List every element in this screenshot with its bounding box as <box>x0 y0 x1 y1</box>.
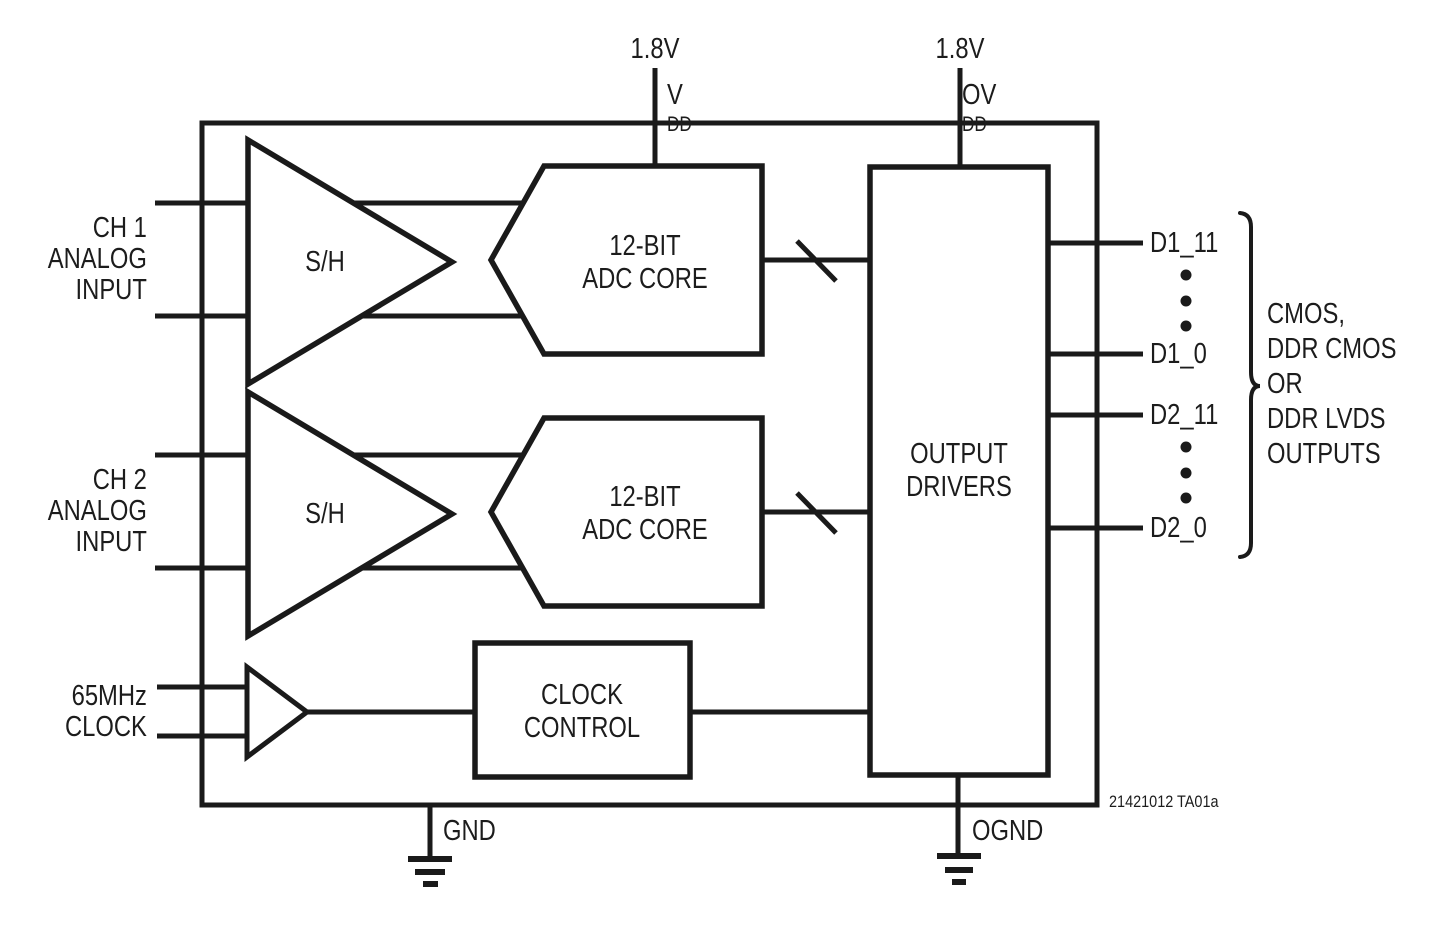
d1-lsb-label: D1_0 <box>1150 339 1207 369</box>
block-line: ADC CORE <box>582 263 708 295</box>
voltage-text: 1.8V <box>935 33 985 65</box>
bus-slash-1 <box>795 239 838 283</box>
output-drivers-block-label: OUTPUT DRIVERS <box>836 438 1082 504</box>
adc1-block-label: 12-BIT ADC CORE <box>522 230 768 296</box>
note-line: CMOS, <box>1267 298 1345 330</box>
pin-subscript: DD <box>667 113 692 136</box>
pin-name: V <box>667 79 683 111</box>
clock-input-label: 65MHz CLOCK <box>65 681 147 743</box>
pin-text: D1_11 <box>1150 227 1219 259</box>
block-text: S/H <box>305 246 345 278</box>
d2-msb-label: D2_11 <box>1150 400 1218 430</box>
block-line: ADC CORE <box>582 514 708 546</box>
sh1-block-label: S/H <box>202 247 448 277</box>
d1-msb-label: D1_11 <box>1150 228 1218 258</box>
pin-text: D2_0 <box>1150 512 1207 544</box>
pin-text: D2_11 <box>1150 399 1219 431</box>
sh1-triangle <box>245 135 458 389</box>
ground-text: GND <box>443 815 496 847</box>
pin-name: OV <box>962 79 997 111</box>
sh1-to-adc1-wires <box>345 200 540 319</box>
chip-outline-box <box>199 120 1100 808</box>
adc2-block-label: 12-BIT ADC CORE <box>522 481 768 547</box>
ch1-input-label: CH 1 ANALOG INPUT <box>48 213 147 306</box>
label-line: INPUT <box>75 526 147 558</box>
sh2-triangle <box>245 387 458 641</box>
note-line: OUTPUTS <box>1267 438 1381 470</box>
gnd-symbol <box>408 856 452 887</box>
label-line: ANALOG <box>47 243 147 275</box>
note-line: DDR LVDS <box>1267 403 1386 435</box>
voltage-text: 1.8V <box>630 33 680 65</box>
label-line: CLOCK <box>65 711 147 743</box>
note-line: DDR CMOS <box>1267 333 1397 365</box>
ground-text: OGND <box>972 815 1044 847</box>
clock-control-box <box>472 640 693 780</box>
figure-id: 21421012 TA01a <box>1109 792 1219 811</box>
label-line: 65MHz <box>71 680 147 712</box>
ch2-input-label: CH 2 ANALOG INPUT <box>48 465 147 558</box>
block-line: 12-BIT <box>609 230 681 262</box>
bus-slash-2 <box>795 491 838 535</box>
output-brace <box>1238 211 1261 559</box>
vdd-voltage-label: 1.8V <box>532 34 778 64</box>
ellipsis-dots-bus1 <box>1180 269 1192 332</box>
label-line: CH 2 <box>92 464 147 496</box>
gnd-label: GND <box>443 816 496 846</box>
clock-buffer-triangle <box>244 662 312 762</box>
clock-control-block-label: CLOCK CONTROL <box>459 679 705 745</box>
label-line: INPUT <box>75 274 147 306</box>
pin-subscript: DD <box>962 113 987 136</box>
block-line: 12-BIT <box>609 481 681 513</box>
sh2-to-adc2-wires <box>345 452 540 571</box>
ognd-label: OGND <box>972 816 1043 846</box>
output-drivers-box <box>867 164 1051 778</box>
ellipsis-dots-bus2 <box>1180 441 1192 504</box>
ovdd-voltage-label: 1.8V <box>837 34 1083 64</box>
block-line: DRIVERS <box>906 471 1012 503</box>
d2-lsb-label: D2_0 <box>1150 513 1207 543</box>
block-line: CONTROL <box>523 712 641 744</box>
pin-text: D1_0 <box>1150 338 1207 370</box>
label-line: ANALOG <box>47 495 147 527</box>
note-line: OR <box>1267 368 1303 400</box>
block-line: OUTPUT <box>910 438 1008 470</box>
label-line: CH 1 <box>92 212 147 244</box>
block-line: CLOCK <box>541 679 623 711</box>
ognd-symbol <box>937 853 981 885</box>
sh2-block-label: S/H <box>202 499 448 529</box>
output-mode-note: CMOS, DDR CMOS OR DDR LVDS OUTPUTS <box>1267 297 1396 472</box>
block-text: S/H <box>305 498 345 530</box>
adc2-pentagon <box>487 415 765 609</box>
figure-id-text: 21421012 TA01a <box>1109 792 1219 811</box>
adc1-pentagon <box>487 163 765 357</box>
